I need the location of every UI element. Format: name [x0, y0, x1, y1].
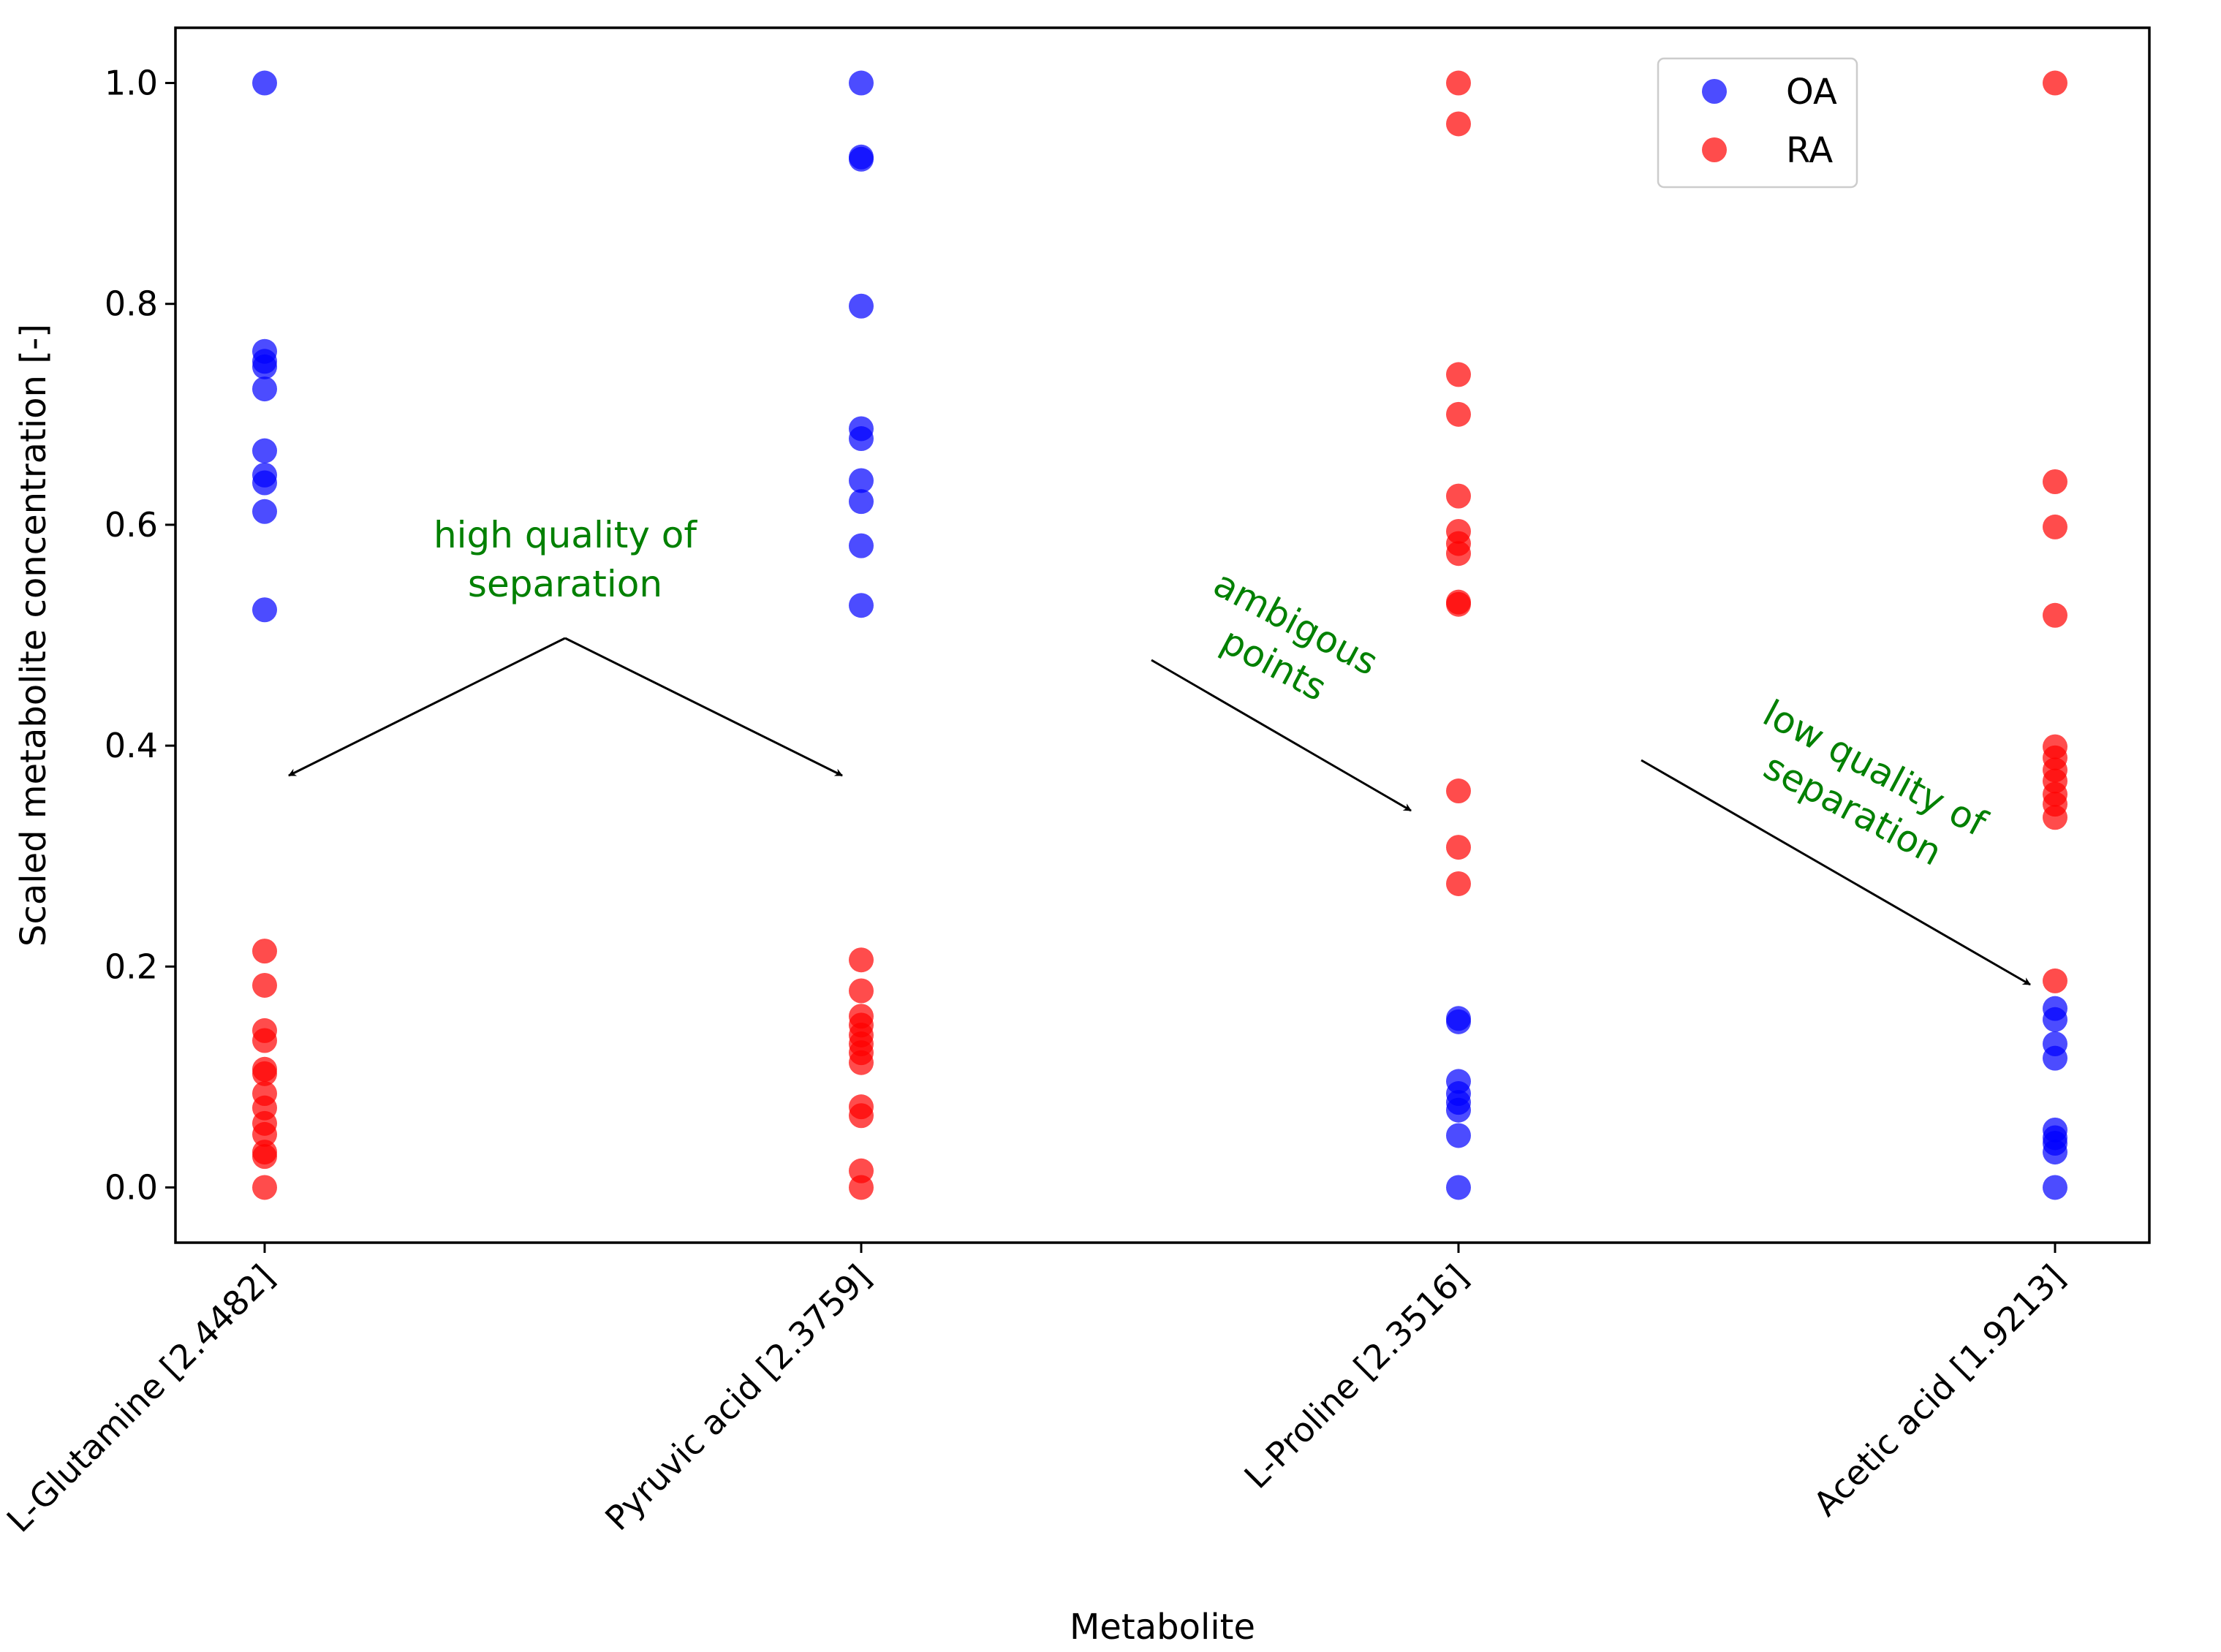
y-tick-label: 0.6 [105, 505, 158, 545]
x-axis-title: Metabolite [1070, 1607, 1255, 1648]
data-point-ra [2043, 805, 2067, 830]
annotation-low-quality: low quality of separation [1641, 692, 2031, 986]
data-point-ra [1446, 70, 1471, 96]
x-tick-label: Acetic acid [1.9213] [1806, 1257, 2073, 1524]
data-point-oa [1446, 1097, 1471, 1123]
annotation-high-quality-line1: high quality of [434, 514, 697, 556]
data-point-oa [252, 376, 277, 402]
data-point-ra [1446, 835, 1471, 860]
data-point-ra [1446, 111, 1471, 137]
data-point-ra [252, 1061, 277, 1086]
data-point-oa [1446, 1175, 1471, 1200]
data-point-oa [252, 70, 277, 96]
ticks-layer: 0.0 0.2 0.4 0.6 0.8 1.0L-Glutamine [2.4482] Py… [0, 64, 2073, 1540]
annotation-arrow-right [564, 637, 843, 777]
data-point-ra [1446, 483, 1471, 509]
data-point-ra [2043, 514, 2067, 539]
data-point-ra [849, 1175, 874, 1200]
y-tick-label: 0.2 [105, 947, 158, 986]
data-point-oa [849, 146, 874, 172]
data-points-layer [252, 70, 2067, 1200]
data-point-oa [252, 354, 277, 379]
data-point-ra [849, 1103, 874, 1129]
data-point-ra [252, 1028, 277, 1053]
data-point-oa [849, 293, 874, 319]
x-tick-label: Pyruvic acid [2.3759] [597, 1257, 879, 1539]
data-point-ra [1446, 591, 1471, 617]
data-point-ra [252, 1175, 277, 1200]
data-point-ra [849, 947, 874, 973]
data-point-ra [2043, 968, 2067, 993]
annotation-arrow-ambiguous [1151, 659, 1412, 812]
data-point-oa [1446, 1123, 1471, 1148]
legend-marker-ra [1702, 137, 1727, 162]
data-point-oa [849, 468, 874, 493]
data-point-ra [849, 1050, 874, 1075]
data-point-ra [1446, 871, 1471, 896]
plot-frame [174, 26, 2151, 1244]
legend-marker-oa [1702, 79, 1727, 104]
data-point-oa [2043, 1175, 2067, 1200]
data-point-ra [849, 978, 874, 1004]
data-point-oa [1446, 1009, 1471, 1034]
data-point-ra [252, 1121, 277, 1147]
data-point-oa [252, 597, 277, 623]
data-point-oa [2043, 1140, 2067, 1165]
data-point-oa [849, 426, 874, 452]
y-tick-label: 1.0 [105, 64, 158, 103]
annotation-high-quality: high quality of separation [288, 514, 843, 777]
y-tick-label: 0.8 [105, 284, 158, 324]
data-point-oa [2043, 1045, 2067, 1071]
y-tick-label: 0.0 [105, 1167, 158, 1207]
data-point-ra [2043, 70, 2067, 96]
legend-label-oa: OA [1786, 72, 1837, 113]
legend-label-ra: RA [1786, 130, 1833, 171]
x-tick-label: L-Glutamine [2.4482] [0, 1257, 282, 1540]
data-point-ra [1446, 362, 1471, 387]
data-point-oa [252, 470, 277, 496]
data-point-ra [1446, 778, 1471, 804]
data-point-oa [2043, 1007, 2067, 1032]
annotation-high-quality-line2: separation [468, 563, 662, 605]
data-point-ra [252, 939, 277, 964]
data-point-oa [252, 438, 277, 463]
annotation-ambiguous: ambigous points [1151, 562, 1412, 812]
data-point-oa [849, 70, 874, 96]
annotation-arrow-low-quality [1641, 759, 2031, 986]
y-tick-label: 0.4 [105, 726, 158, 765]
data-point-oa [849, 533, 874, 558]
y-axis-title: Scaled metabolite concentration [-] [13, 324, 54, 947]
data-point-ra [252, 972, 277, 998]
data-point-ra [1446, 401, 1471, 427]
annotation-arrow-left [288, 637, 566, 777]
x-tick-label: L-Proline [2.3516] [1236, 1257, 1475, 1496]
data-point-oa [849, 489, 874, 515]
data-point-ra [1446, 541, 1471, 567]
data-point-oa [849, 593, 874, 618]
data-point-ra [252, 1144, 277, 1170]
data-point-ra [2043, 469, 2067, 494]
data-point-oa [252, 499, 277, 524]
data-point-ra [2043, 602, 2067, 628]
legend: OA RA [1657, 57, 1858, 189]
